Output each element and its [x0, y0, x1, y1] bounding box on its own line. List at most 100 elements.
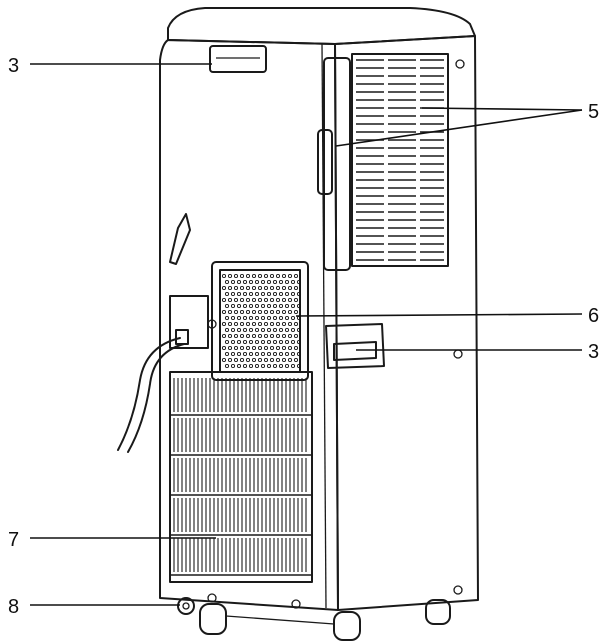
filter-mesh-hole [242, 351, 248, 357]
filter-mesh-hole [248, 351, 254, 357]
filter-mesh-hole [230, 351, 236, 357]
filter-mesh-hole [257, 273, 263, 279]
callout-6: 6 [588, 305, 599, 327]
filter-mesh-hole [257, 357, 263, 363]
filter-mesh-hole [281, 333, 287, 339]
side-handle [325, 323, 385, 369]
filter-mesh-hole [290, 303, 296, 309]
unit-body [159, 7, 479, 611]
filter-mesh-hole [245, 273, 251, 279]
filter-mesh-hole [290, 339, 296, 345]
filter-mesh-hole [248, 339, 254, 345]
filter-mesh-hole [227, 273, 233, 279]
filter-mesh-hole [254, 291, 260, 297]
filter-mesh-hole [269, 273, 275, 279]
filter-mesh-hole [242, 315, 248, 321]
filter-mesh-hole [269, 321, 275, 327]
filter-mesh-hole [236, 327, 242, 333]
filter-mesh-hole [278, 351, 284, 357]
screws [207, 59, 465, 609]
filter-mesh-hole [278, 363, 284, 369]
filter-mesh-hole [257, 321, 263, 327]
filter-mesh-hole [251, 309, 257, 315]
filter-mesh-hole [236, 279, 242, 285]
filter-mesh-hole [230, 315, 236, 321]
filter-mesh-hole [275, 345, 281, 351]
filter-mesh-hole [224, 291, 230, 297]
filter-mesh-hole [242, 327, 248, 333]
filter-mesh-hole [266, 339, 272, 345]
filter-mesh-hole [260, 291, 266, 297]
filter-mesh-hole [251, 285, 257, 291]
filter-mesh-hole [239, 333, 245, 339]
filter-mesh-hole [254, 327, 260, 333]
filter-mesh-hole [239, 321, 245, 327]
filter-mesh-hole [230, 291, 236, 297]
filter-mesh-hole [224, 315, 230, 321]
filter-mesh-hole [278, 327, 284, 333]
filter-mesh-hole [269, 285, 275, 291]
filter-mesh-hole [221, 333, 227, 339]
filter-mesh-hole [278, 303, 284, 309]
filter-mesh-hole [269, 333, 275, 339]
filter-mesh-hole [287, 333, 293, 339]
filter-mesh-hole [248, 363, 254, 369]
filter-mesh-hole [272, 327, 278, 333]
top-handle [209, 45, 267, 73]
filter-mesh-hole [296, 279, 302, 285]
filter-mesh-hole [293, 333, 299, 339]
filter-mesh-hole [263, 285, 269, 291]
filter-mesh-hole [293, 321, 299, 327]
filter-mesh-hole [260, 303, 266, 309]
filter-mesh-hole [284, 315, 290, 321]
filter-mesh-hole [245, 297, 251, 303]
filter-mesh-hole [293, 357, 299, 363]
filter-mesh-hole [263, 345, 269, 351]
filter-mesh-hole [290, 363, 296, 369]
filter-mesh-hole [281, 297, 287, 303]
filter-mesh-hole [281, 357, 287, 363]
filter-mesh-hole [275, 357, 281, 363]
filter-mesh-hole [254, 363, 260, 369]
filter-mesh-hole [278, 291, 284, 297]
filter-mesh-hole [284, 327, 290, 333]
filter-mesh-hole [242, 303, 248, 309]
filter-mesh [221, 273, 302, 369]
filter-mesh-hole [290, 291, 296, 297]
filter-mesh-hole [296, 291, 302, 297]
filter-mesh-hole [290, 279, 296, 285]
filter-mesh-hole [224, 363, 230, 369]
filter-mesh-hole [230, 279, 236, 285]
filter-mesh-hole [260, 339, 266, 345]
filter-mesh-hole [245, 285, 251, 291]
filter-mesh-hole [290, 327, 296, 333]
upper-grille-slats [356, 59, 444, 261]
filter-mesh-hole [266, 327, 272, 333]
filter-mesh-hole [266, 279, 272, 285]
filter-mesh-hole [260, 279, 266, 285]
filter-mesh-hole [230, 303, 236, 309]
filter-mesh-hole [287, 297, 293, 303]
filter-mesh-hole [227, 357, 233, 363]
filter-mesh-hole [284, 291, 290, 297]
filter-mesh-hole [239, 273, 245, 279]
filter-mesh-hole [221, 357, 227, 363]
filter-mesh-hole [221, 297, 227, 303]
callout-8: 8 [8, 596, 19, 618]
filter-mesh-hole [272, 339, 278, 345]
filter-mesh-hole [296, 327, 302, 333]
filter-mesh-hole [248, 315, 254, 321]
filter-mesh-hole [290, 315, 296, 321]
filter-mesh-hole [251, 345, 257, 351]
filter-mesh-hole [266, 291, 272, 297]
filter-mesh-hole [284, 363, 290, 369]
filter-mesh-hole [269, 309, 275, 315]
filter-mesh-hole [284, 303, 290, 309]
filter-mesh-hole [287, 273, 293, 279]
filter-mesh-hole [236, 303, 242, 309]
filter-mesh-hole [263, 321, 269, 327]
filter-mesh-hole [263, 357, 269, 363]
filter-mesh-hole [236, 339, 242, 345]
lower-rear-grille [169, 371, 313, 583]
filter-mesh-hole [293, 309, 299, 315]
